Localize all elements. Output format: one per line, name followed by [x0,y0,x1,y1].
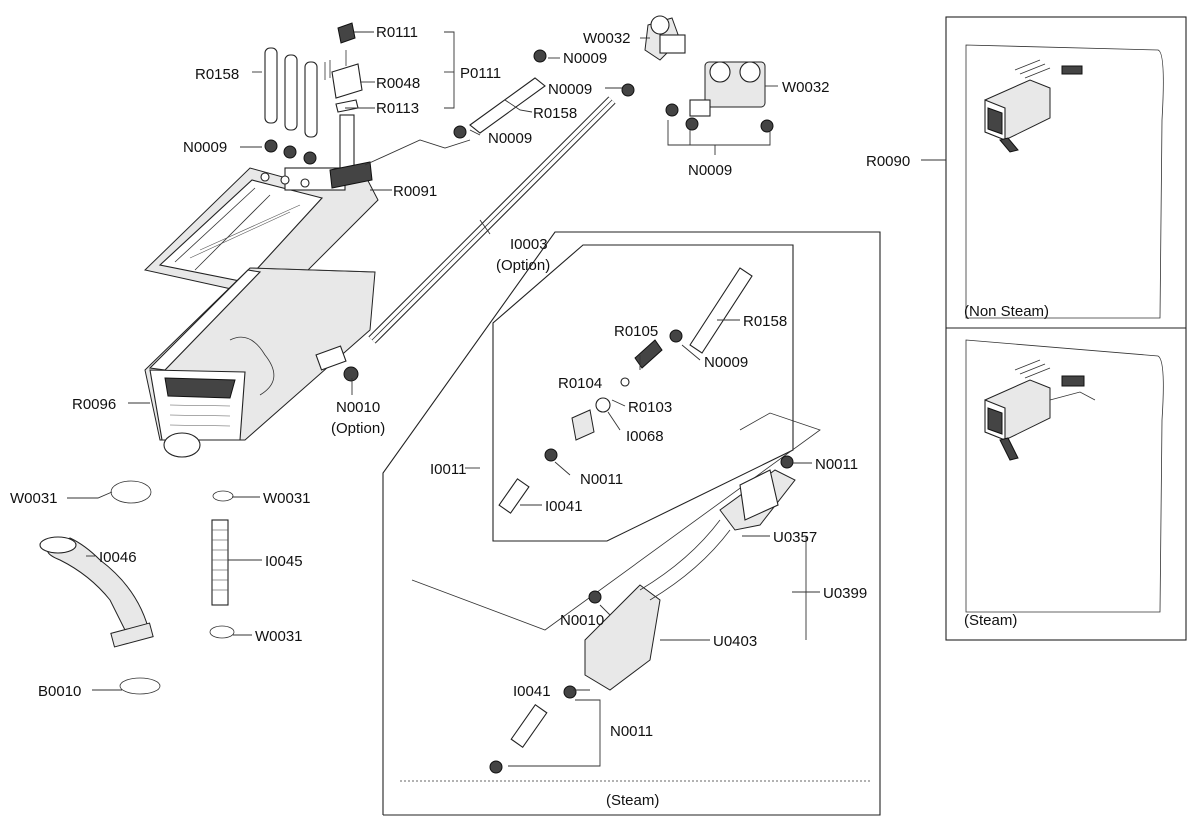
label-r0091: R0091 [393,183,437,200]
steam-generator-plane [411,412,821,631]
inlet-tube-r0158 [453,49,547,139]
non-steam-drawer-thumbnail [984,59,1083,153]
label-n0009-left: N0009 [183,139,227,156]
label-w0031-a: W0031 [10,490,58,507]
connector-n0010 [315,345,359,382]
detergent-housing [144,267,376,458]
label-n0009-mid: N0009 [548,81,592,98]
label-w0032-top: W0032 [583,30,631,47]
label-r0158-top: R0158 [195,66,239,83]
label-n0009-top: N0009 [563,50,607,67]
label-n0011-b: N0011 [815,456,858,473]
label-non-steam: (Non Steam) [964,303,1049,320]
label-w0031-c: W0031 [255,628,303,645]
label-r0113: R0113 [376,100,419,117]
label-p0111: P0111 [460,65,501,82]
label-w0031-b: W0031 [263,490,311,507]
label-u0399: U0399 [823,585,867,602]
label-r0104: R0104 [558,375,602,392]
hose-i0045 [211,519,229,606]
bellows-i0046 [39,536,154,648]
label-i0046: I0046 [99,549,137,566]
label-r0158-hose: R0158 [533,105,577,122]
label-n0011-a: N0011 [580,471,623,488]
part-labels: R0111 R0158 R0048 P0111 R0113 N0009 R009… [10,24,1049,809]
clamps-w0031 [110,480,235,695]
distributor-r0048 [324,22,373,189]
water-valve-w0032-top [621,15,686,97]
leader-lines [67,31,946,767]
label-i0041-a: I0041 [545,498,583,515]
label-n0010-option: (Option) [331,420,385,437]
non-steam-outline [965,44,1164,319]
label-i0003: I0003 [510,236,548,253]
label-r0090: R0090 [866,153,910,170]
label-steam-caption: (Steam) [606,792,659,809]
label-steam-panel: (Steam) [964,612,1017,629]
label-r0158-steam: R0158 [743,313,787,330]
label-w0032-right: W0032 [782,79,830,96]
label-i0068: I0068 [626,428,664,445]
label-n0009-hose: N0009 [488,130,532,147]
steam-drawer-thumbnail [984,359,1096,461]
label-u0403: U0403 [713,633,757,650]
label-n0010-main: N0010 [336,399,380,416]
inlet-hose-i0003 [368,96,616,344]
water-valve-w0032-right [665,61,774,133]
label-n0010-steam: N0010 [560,612,604,629]
label-n0009-steam: N0009 [704,354,748,371]
steam-inner-frame [492,244,794,542]
label-r0096: R0096 [72,396,116,413]
label-i0041-b: I0041 [513,683,551,700]
steam-pipe-r0158 [689,267,753,354]
label-i0003-option: (Option) [496,257,550,274]
label-i0045: I0045 [265,553,303,570]
label-n0011-c: N0011 [610,723,653,740]
siphon-pipes-r0158 [264,47,318,165]
label-r0103: R0103 [628,399,672,416]
label-u0357: U0357 [773,529,817,546]
label-r0105: R0105 [614,323,658,340]
steam-generator [489,455,796,774]
steam-assembly-frame [382,231,881,816]
label-r0048: R0048 [376,75,420,92]
label-r0111: R0111 [376,24,418,41]
label-b0010: B0010 [38,683,81,700]
steam-outline [965,339,1164,613]
label-i0011: I0011 [430,461,466,478]
steam-parts [498,329,683,514]
label-n0009-valve: N0009 [688,162,732,179]
